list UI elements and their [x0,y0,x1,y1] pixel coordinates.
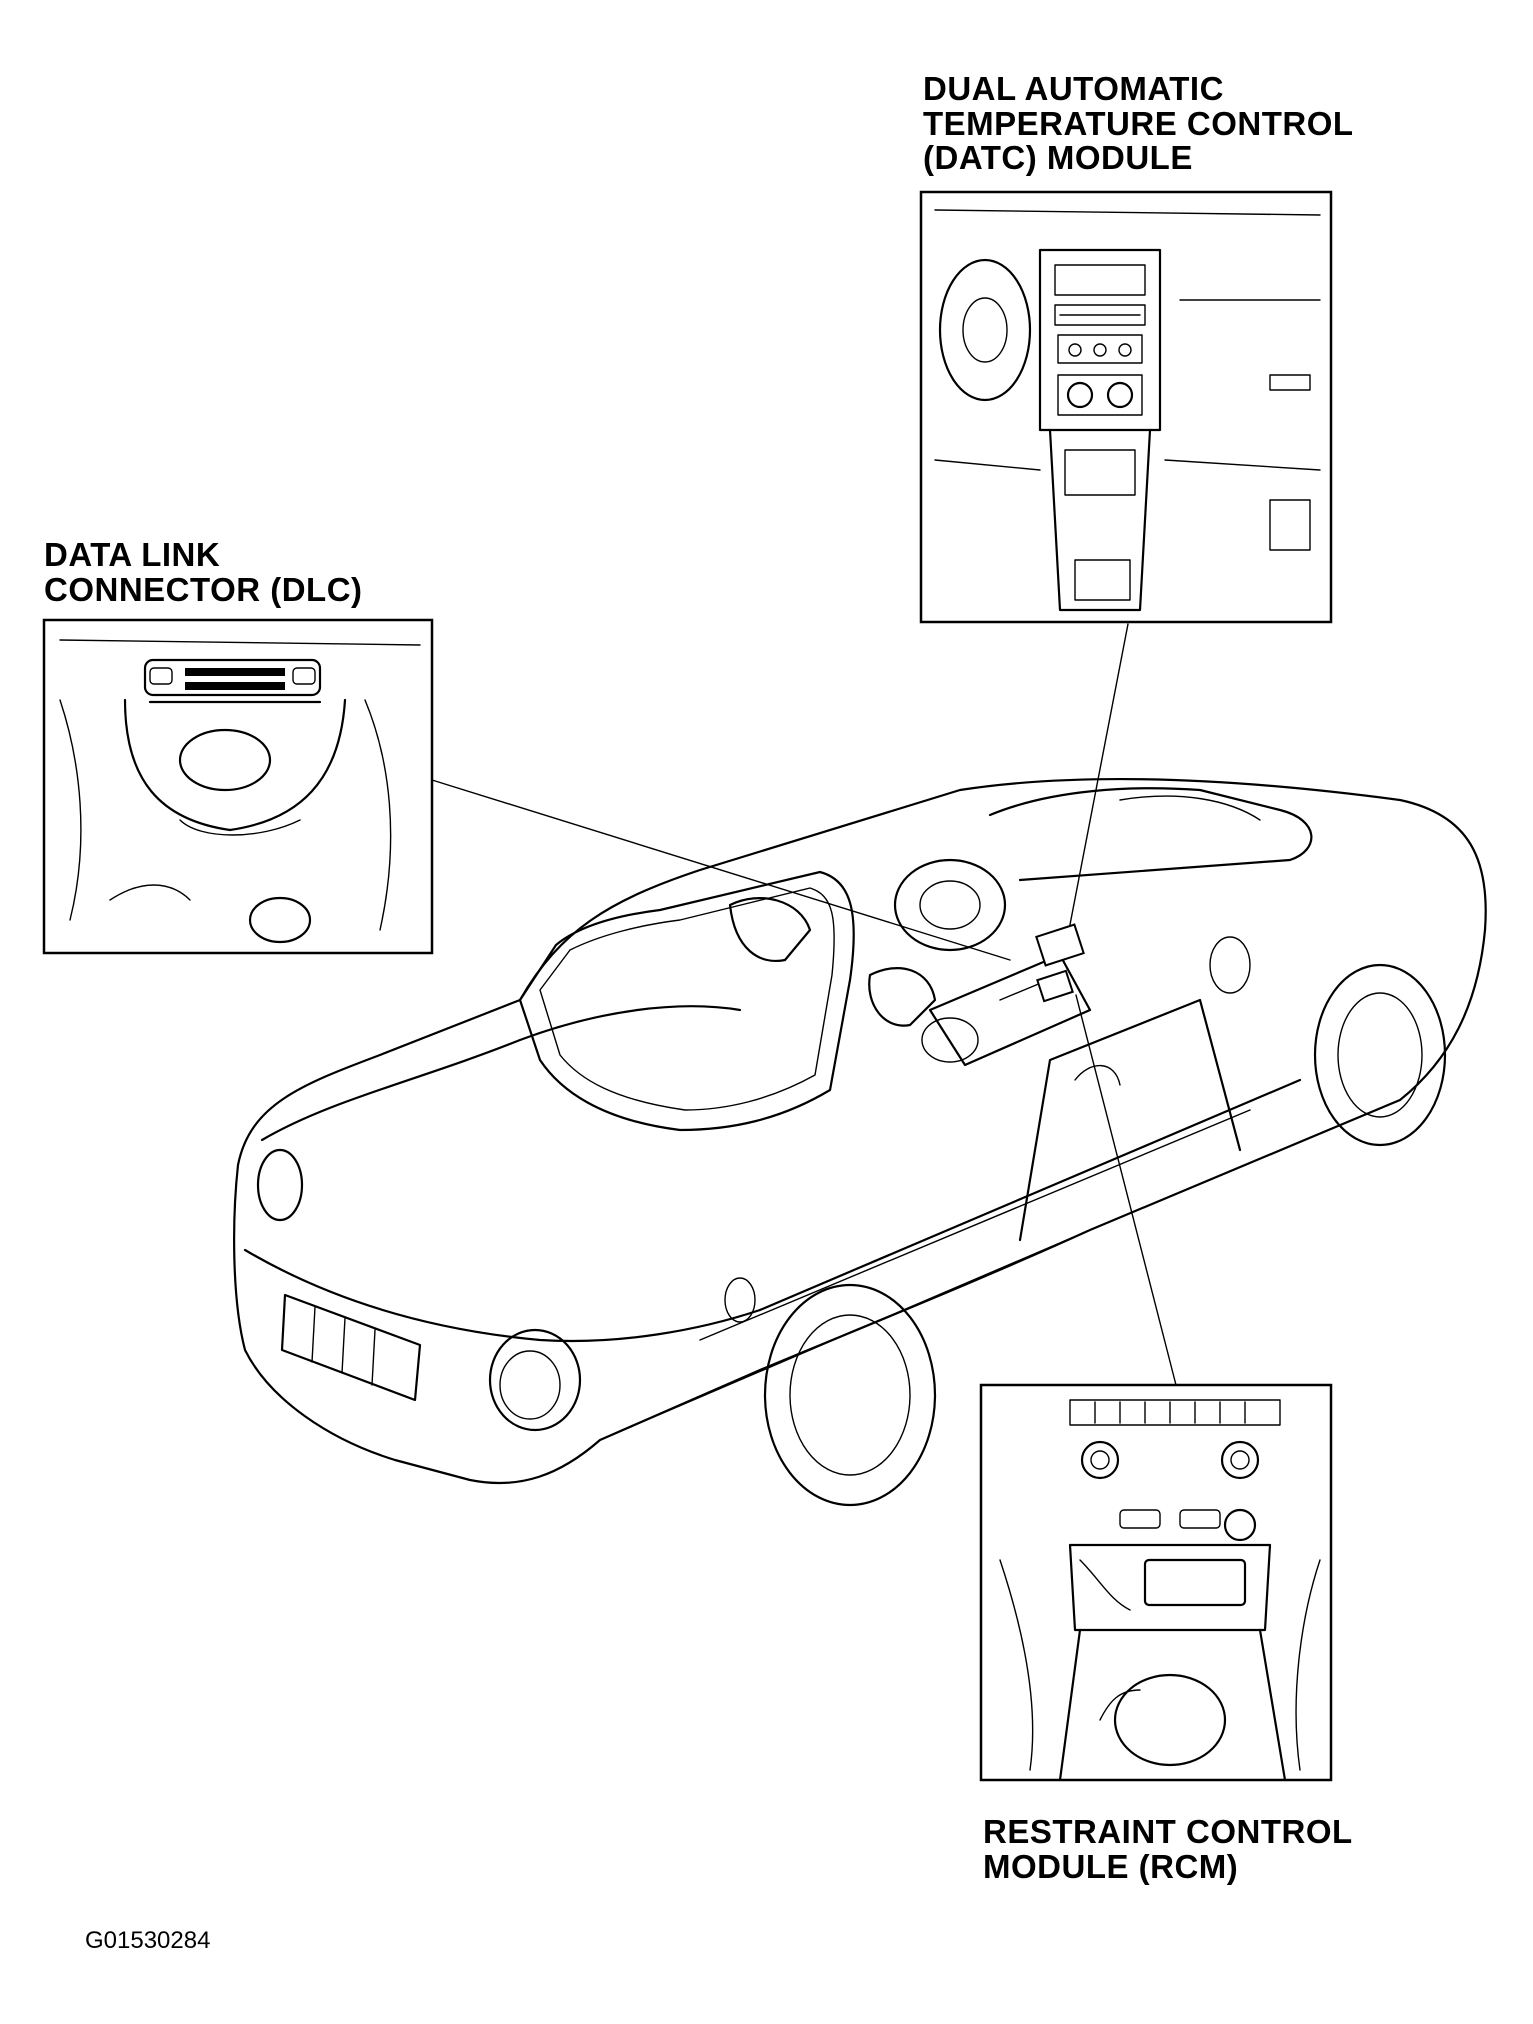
dlc-label-line1: DATA LINK [44,536,221,573]
dlc-inset [42,618,434,955]
datc-module-label: DUAL AUTOMATIC TEMPERATURE CONTROL (DATC… [923,70,1354,177]
datc-label-line1: DUAL AUTOMATIC [923,70,1224,107]
datc-module-inset [919,190,1333,624]
rcm-label: RESTRAINT CONTROL MODULE (RCM) [983,1813,1353,1885]
dlc-label: DATA LINK CONNECTOR (DLC) [44,536,363,608]
datc-label-line3: (DATC) MODULE [923,139,1193,177]
dlc-leader-line [431,779,1011,961]
datc-label-line2: TEMPERATURE CONTROL [923,104,1354,142]
rcm-inset [979,1383,1333,1782]
figure-id: G01530284 [85,1927,211,1954]
rcm-label-line2: MODULE (RCM) [983,1847,1239,1885]
vehicle-illustration [233,778,1487,1507]
leader-lines [431,623,1177,1386]
rcm-label-line1: RESTRAINT CONTROL [983,1813,1353,1850]
dlc-label-line2: CONNECTOR (DLC) [44,570,363,608]
rcm-leader-line [1075,994,1177,1386]
